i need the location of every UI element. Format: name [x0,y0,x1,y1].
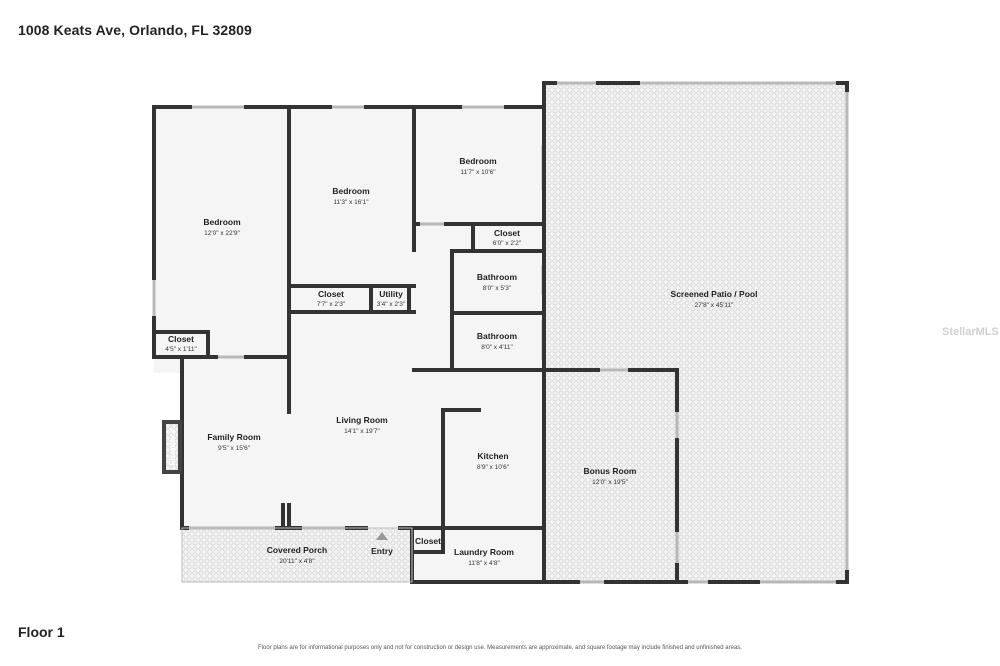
room-dimensions: 8'0" x 5'3" [483,285,512,292]
room-dimensions: 12'0" x 22'9" [204,230,240,237]
fireplace-label: Fireplace [167,428,177,466]
room-label: Closet [494,228,520,238]
room-label: Bonus Room [584,466,637,476]
room-dimensions: 8'0" x 4'11" [481,344,513,351]
room-dimensions: 12'0" x 19'5" [592,479,628,486]
entry-label: Entry [371,546,393,556]
room-dimensions: 27'8" x 45'11" [695,302,734,309]
room-dimensions: 20'11" x 4'8" [279,558,315,565]
windows [152,81,849,584]
screened-patio-floor [544,83,847,582]
room-dimensions: 11'8" x 4'8" [468,560,500,567]
entry-arrow-icon [376,532,388,540]
room-label: Utility [379,289,403,299]
room-dimensions: 3'4" x 2'3" [377,301,406,308]
room-label: Laundry Room [454,547,514,557]
room-dimensions: 14'1" x 19'7" [344,428,380,435]
room-dimensions: 7'7" x 2'3" [317,301,346,308]
interior-floor-upper [154,107,544,373]
room-label: Bathroom [477,272,518,282]
room-label: Covered Porch [267,545,327,555]
room-label: Closet [168,334,194,344]
room-dimensions: 9'5" x 15'6" [218,445,251,452]
fireplace-hearth [166,424,178,470]
room-label: Closet [318,289,344,299]
room-label: Bedroom [332,186,370,196]
covered-porch-floor [182,528,412,582]
floor-label: Floor 1 [18,624,65,640]
room-label: Screened Patio / Pool [671,289,758,299]
room-dimensions: 11'3" x 16'1" [333,199,369,206]
room-label: Family Room [207,432,261,442]
room-label: Bedroom [459,156,497,166]
room-label: Bedroom [203,217,241,227]
room-label: Bathroom [477,331,518,341]
watermark-logo: StellarMLS [942,326,999,338]
property-address: 1008 Keats Ave, Orlando, FL 32809 [18,22,252,38]
room-dimensions: 11'7" x 10'6" [460,169,496,176]
room-dimensions: 4'5" x 1'11" [165,346,197,353]
room-label: Closet [415,536,441,546]
room-dimensions: 8'9" x 10'6" [477,464,510,471]
room-label: Kitchen [477,451,508,461]
room-dimensions: 6'0" x 2'2" [493,240,522,247]
room-label: Living Room [336,415,388,425]
covered-porch-outline [181,527,413,583]
disclaimer-text: Floor plans are for informational purpos… [258,645,742,651]
